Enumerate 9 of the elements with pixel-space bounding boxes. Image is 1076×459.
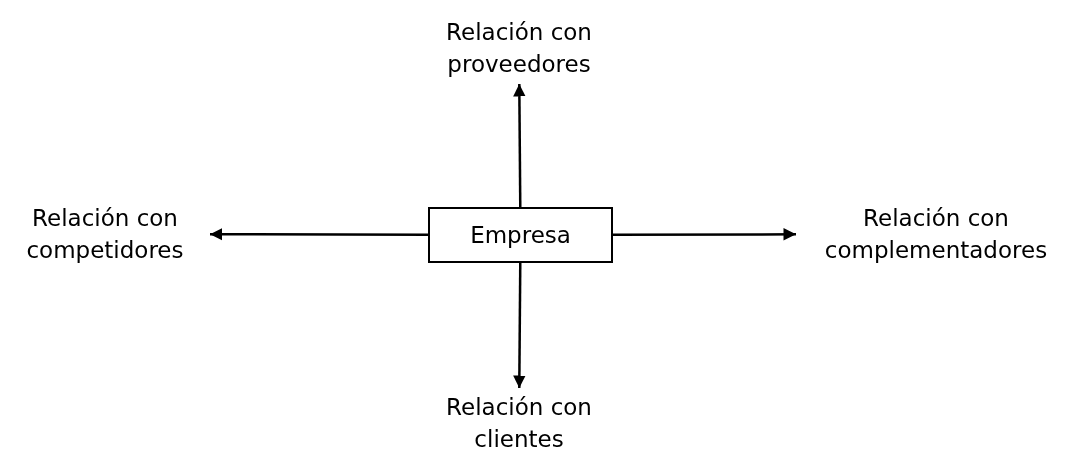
relation-label: Relación con clientes <box>409 388 629 458</box>
company-box: Empresa <box>428 207 613 263</box>
relation-label: Relación con proveedores <box>409 12 629 84</box>
relation-label: Relación con competidores <box>0 198 210 270</box>
arrow <box>613 228 796 241</box>
arrow <box>513 263 526 388</box>
arrow <box>210 228 428 241</box>
relation-label: Relación con complementadores <box>796 198 1076 270</box>
arrow <box>513 84 526 207</box>
